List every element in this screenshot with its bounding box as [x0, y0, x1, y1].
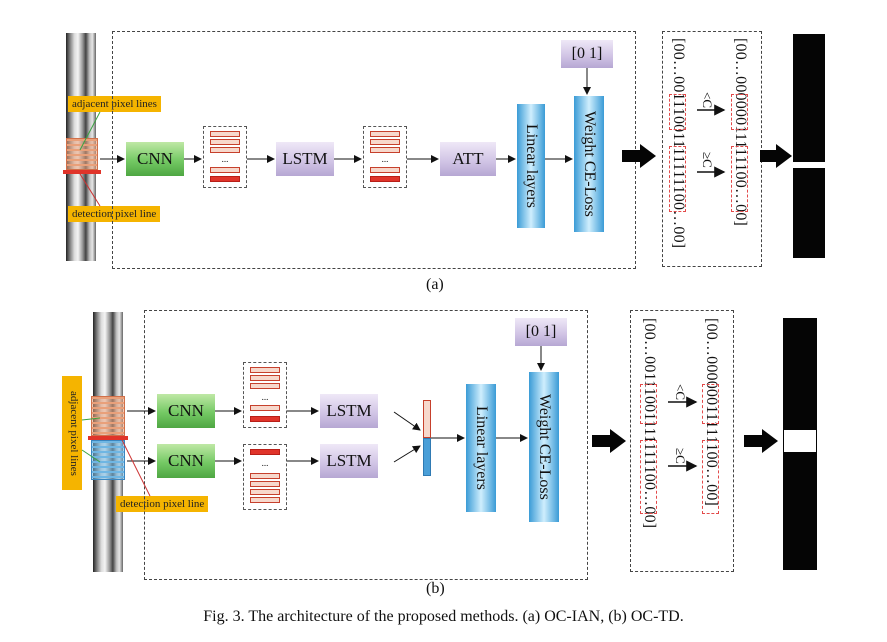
feature-row	[250, 375, 280, 381]
output-box-b	[630, 310, 734, 572]
feature-row	[210, 147, 240, 153]
feature-row	[250, 497, 280, 503]
feature-row	[250, 473, 280, 479]
group-highlight	[731, 146, 748, 212]
feature-row	[250, 489, 280, 495]
rule-geq-c-a: ≥C	[700, 152, 715, 168]
adjacent-pixel-lines-label-b: adjacent pixel lines	[62, 376, 82, 490]
group-highlight	[731, 94, 748, 130]
network-box-b	[144, 310, 588, 580]
processed-sequence-a: [00…00000011111100…00]	[732, 38, 749, 227]
linear-layers-label-b: Linear layers	[473, 406, 490, 490]
group-highlight	[669, 94, 686, 130]
weight-ce-loss-b: Weight CE-Loss	[529, 372, 559, 522]
rule-less-than-c-a: <C	[700, 92, 715, 109]
cnn-feature-map-bottom-b: ...	[243, 444, 287, 510]
adjacent-lines-overlay-a	[66, 138, 98, 170]
panel-label-a: (a)	[426, 276, 444, 293]
segmentation-result-top-b	[783, 318, 817, 430]
cnn-feature-map-top-b: ...	[243, 362, 287, 428]
feature-row	[250, 405, 280, 411]
linear-layers-a: Linear layers	[517, 104, 545, 228]
segmentation-result-bottom-a	[793, 168, 825, 258]
cnn-module-top-b: CNN	[157, 394, 215, 428]
cnn-module-a: CNN	[126, 142, 184, 176]
feature-row	[370, 139, 400, 145]
weight-ce-loss-label-a: Weight CE-Loss	[581, 111, 598, 217]
feature-row	[210, 139, 240, 145]
lstm-module-top-b: LSTM	[320, 394, 378, 428]
group-highlight	[702, 440, 719, 514]
panel-label-b: (b)	[426, 580, 445, 597]
group-highlight	[640, 440, 657, 514]
feature-row-detection	[250, 416, 280, 422]
feature-row	[370, 147, 400, 153]
segmentation-result-white-b	[783, 430, 817, 452]
feature-row-detection	[250, 449, 280, 455]
feature-row	[370, 131, 400, 137]
feature-row	[210, 167, 240, 173]
rule-less-than-c-b: <C	[673, 384, 688, 401]
output-box-a	[662, 31, 762, 267]
feature-row	[370, 167, 400, 173]
detection-pixel-line-label-a: detection pixel line	[68, 206, 161, 222]
input-01-b: [0 1]	[515, 318, 567, 346]
feature-row	[250, 481, 280, 487]
group-highlight	[640, 384, 657, 424]
ellipsis: ...	[261, 458, 269, 468]
group-highlight	[669, 146, 686, 212]
rule-geq-c-b: ≥C	[673, 448, 688, 464]
detection-pixel-line-label-b: detection pixel line	[116, 496, 209, 512]
adjacent-pixel-lines-label-a: adjacent pixel lines	[68, 96, 161, 112]
concat-vector-bottom-b	[423, 438, 431, 476]
raw-sequence-a: [00…00111001111111100…00]	[670, 38, 687, 249]
input-01-a: [0 1]	[561, 40, 613, 68]
feature-row-detection	[210, 176, 240, 182]
adjacent-lines-overlay-top-b	[91, 396, 125, 436]
ellipsis: ...	[261, 392, 269, 402]
weight-ce-loss-label-b: Weight CE-Loss	[536, 394, 553, 500]
lstm-module-a: LSTM	[276, 142, 334, 176]
weight-ce-loss-a: Weight CE-Loss	[574, 96, 604, 232]
cnn-feature-map-a: ...	[203, 126, 247, 188]
feature-row	[210, 131, 240, 137]
segmentation-result-bottom-b	[783, 452, 817, 570]
ellipsis: ...	[381, 154, 389, 164]
linear-layers-b: Linear layers	[466, 384, 496, 512]
concat-vector-top-b	[423, 400, 431, 438]
cnn-module-bottom-b: CNN	[157, 444, 215, 478]
detection-line-a	[63, 170, 101, 174]
feature-row	[250, 367, 280, 373]
feature-row-detection	[370, 176, 400, 182]
processed-sequence-b: [00…00000011111100…00]	[703, 318, 720, 507]
ellipsis: ...	[221, 154, 229, 164]
att-module-a: ATT	[440, 142, 496, 176]
segmentation-result-top-a	[793, 34, 825, 162]
lstm-feature-map-a: ...	[363, 126, 407, 188]
linear-layers-label-a: Linear layers	[523, 124, 540, 208]
figure-caption: Fig. 3. The architecture of the proposed…	[203, 608, 684, 625]
lstm-module-bottom-b: LSTM	[320, 444, 378, 478]
feature-row	[250, 383, 280, 389]
detection-line-b	[88, 436, 128, 440]
group-highlight	[702, 384, 719, 424]
